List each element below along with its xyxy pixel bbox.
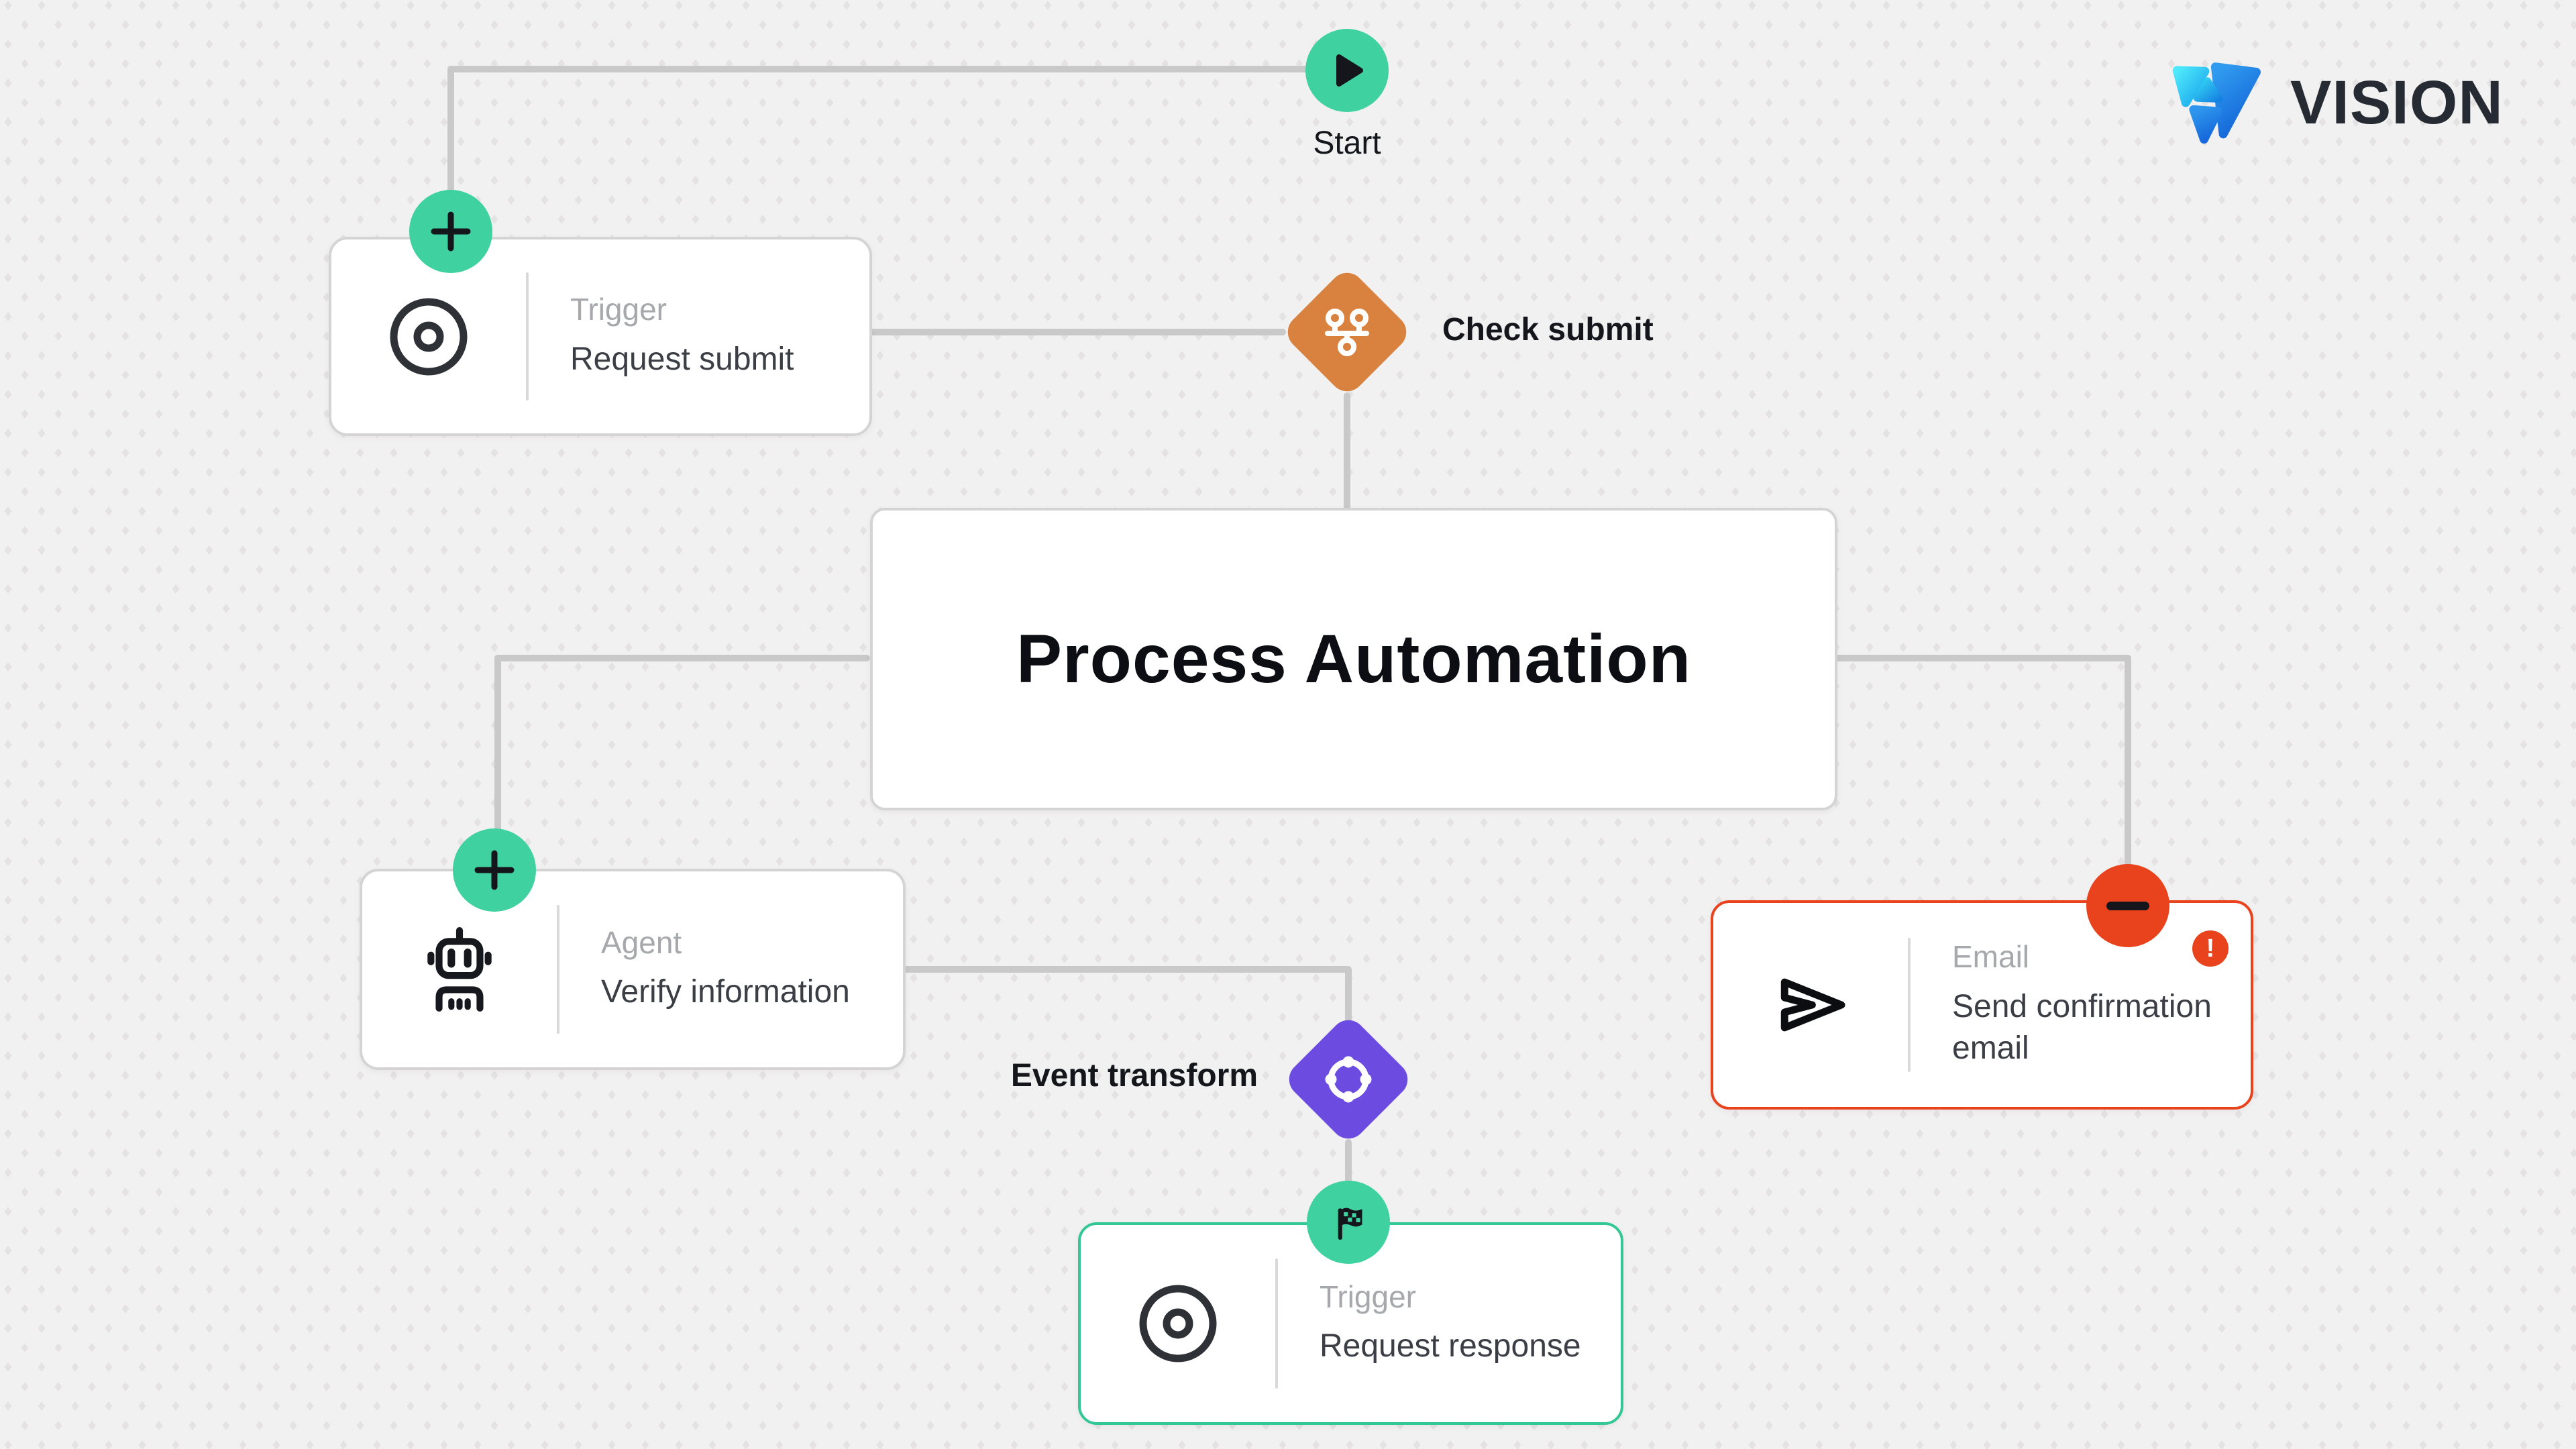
node-title: Verify information: [601, 974, 850, 1010]
connector-process-to-email-vertical: [2125, 655, 2131, 908]
node-type-label: Trigger: [1320, 1279, 1416, 1314]
target-icon: [1081, 1283, 1275, 1364]
play-icon: [1336, 54, 1363, 87]
card-divider: [1908, 937, 1911, 1073]
connector-trigger-to-check: [867, 329, 1286, 335]
minus-icon: [2106, 901, 2149, 910]
connector-process-to-email-horizontal: [1827, 655, 2131, 661]
plus-icon: [474, 850, 515, 890]
card-divider: [557, 904, 559, 1034]
vision-logo-wordmark: VISION: [2290, 68, 2504, 137]
target-icon: [331, 296, 526, 378]
plus-icon: [431, 211, 471, 252]
check-submit-label: Check submit: [1442, 312, 1654, 347]
checkered-flag-icon: [1338, 1208, 1362, 1240]
node-agent-verify-information[interactable]: Agent Verify information: [360, 869, 906, 1070]
vision-logo-mark: [2172, 62, 2261, 144]
error-badge[interactable]: !: [2192, 930, 2229, 967]
git-branch-icon: [1315, 300, 1379, 364]
add-node-button-agent[interactable]: [453, 828, 536, 912]
node-title: Send confirmation email: [1952, 988, 2212, 1067]
vision-logo: VISION: [2161, 59, 2504, 146]
card-divider: [1275, 1258, 1278, 1389]
process-automation-title: Process Automation: [1016, 621, 1692, 697]
node-title: Request response: [1320, 1328, 1581, 1364]
connector-start-vertical: [447, 66, 454, 235]
node-process-automation[interactable]: Process Automation: [870, 508, 1837, 810]
node-type-label: Agent: [601, 924, 682, 960]
exclamation-icon: !: [2206, 934, 2215, 963]
node-type-label: Trigger: [570, 292, 667, 327]
remove-node-button-email[interactable]: [2086, 864, 2169, 947]
connector-agent-to-event-horizontal: [899, 966, 1350, 973]
node-trigger-request-submit[interactable]: Trigger Request submit: [329, 237, 872, 436]
node-check-submit-diamond[interactable]: [1281, 266, 1413, 398]
start-node-play-button[interactable]: [1305, 29, 1389, 112]
node-event-transform-diamond[interactable]: [1282, 1013, 1415, 1146]
card-divider: [526, 272, 529, 400]
connector-process-to-agent-vertical: [494, 655, 501, 873]
orbit-ring-icon: [1316, 1047, 1381, 1112]
connector-agent-to-event-vertical: [1345, 966, 1352, 1023]
event-transform-label: Event transform: [1010, 1058, 1258, 1093]
connector-check-to-process: [1344, 392, 1350, 513]
connector-process-to-agent-horizontal: [494, 655, 870, 661]
node-email-send-confirmation[interactable]: Email Send confirmation email: [1711, 900, 2253, 1110]
start-node-label: Start: [1313, 125, 1381, 161]
robot-icon: [362, 925, 557, 1014]
finish-flag-badge[interactable]: [1307, 1181, 1390, 1264]
send-icon: [1713, 964, 1908, 1046]
node-type-label: Email: [1952, 939, 2030, 975]
node-title: Request submit: [570, 341, 794, 377]
add-node-button-trigger[interactable]: [409, 190, 492, 273]
connector-start-horizontal: [447, 66, 1348, 72]
